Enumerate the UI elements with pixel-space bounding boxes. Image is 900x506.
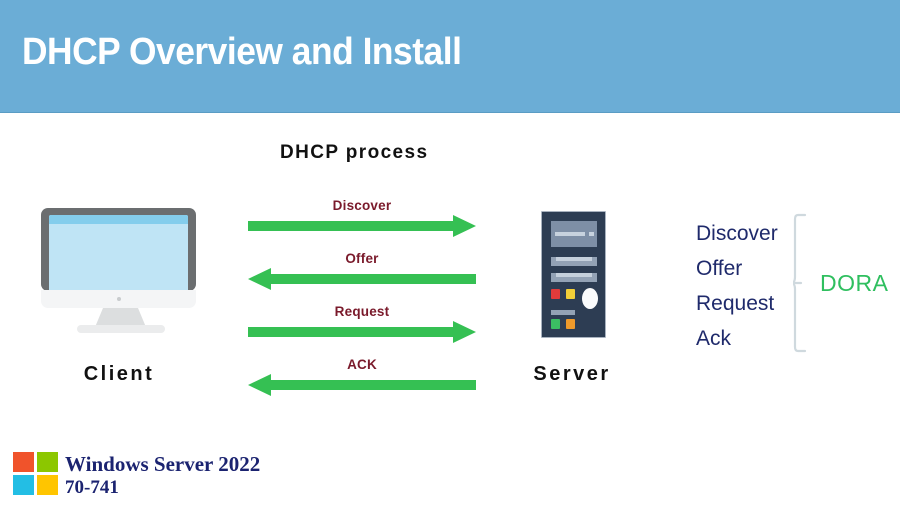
server-power-button — [582, 288, 598, 309]
server-drive-bay-slot — [555, 232, 585, 236]
dora-item-ack: Ack — [696, 327, 732, 350]
server-shelf-lower — [551, 273, 597, 282]
arrow-right-icon — [248, 215, 476, 237]
message-label-discover: Discover — [332, 198, 392, 213]
server-shelf-upper-highlight — [556, 257, 592, 261]
server-led-red — [551, 289, 560, 299]
diagram-heading: DHCP process — [280, 142, 429, 163]
monitor-bezel — [41, 208, 196, 291]
server-drive-bay — [551, 221, 597, 247]
message-arrow-offer: Offer — [248, 251, 476, 297]
server-case — [541, 211, 606, 338]
windows-logo-square-bottom-left — [13, 475, 34, 495]
server-label: Server — [533, 363, 611, 385]
server-drive-bay-slot-small — [589, 232, 594, 236]
message-label-offer: Offer — [345, 251, 379, 266]
dora-item-discover: Discover — [696, 222, 778, 245]
dora-item-request: Request — [696, 292, 775, 315]
dora-acronym: DORA — [820, 270, 889, 296]
monitor-screen-titlebar — [49, 215, 188, 224]
server-led-green — [551, 319, 560, 329]
message-arrow-discover: Discover — [248, 198, 476, 244]
windows-logo-square-top-left — [13, 452, 34, 472]
server-led-yellow — [566, 289, 575, 299]
monitor-chin — [41, 290, 196, 308]
monitor-indicator-dot — [116, 297, 121, 301]
windows-server-logo: Windows Server 2022 70-741 — [13, 452, 303, 500]
windows-logo-square-bottom-right — [37, 475, 58, 495]
windows-logo-icon — [13, 452, 59, 496]
dora-step-list: Discover Offer Request Ack — [696, 216, 792, 356]
server-shelf-upper — [551, 257, 597, 266]
slide-header-band: DHCP Overview and Install — [0, 0, 900, 113]
monitor-screen — [49, 215, 188, 291]
exam-code-label: 70-741 — [65, 477, 119, 498]
message-arrow-ack: ACK — [248, 357, 476, 403]
monitor-base — [76, 325, 165, 333]
message-arrow-request: Request — [248, 304, 476, 350]
arrow-left-icon — [248, 374, 476, 396]
arrow-right-icon — [248, 321, 476, 343]
server-vent-bar — [551, 310, 575, 315]
client-label: Client — [83, 363, 155, 385]
message-label-request: Request — [334, 304, 390, 319]
server-shelf-lower-highlight — [556, 273, 592, 277]
server-tower-icon — [541, 211, 606, 338]
dora-item-offer: Offer — [696, 257, 743, 280]
server-led-orange — [566, 319, 575, 329]
monitor-stand — [95, 308, 146, 326]
page-title: DHCP Overview and Install — [22, 31, 462, 73]
message-label-ack: ACK — [347, 357, 377, 372]
curly-brace-icon — [793, 213, 807, 353]
windows-logo-square-top-right — [37, 452, 58, 472]
client-computer-icon — [38, 208, 203, 333]
product-name-label: Windows Server 2022 — [65, 452, 261, 476]
arrow-left-icon — [248, 268, 476, 290]
